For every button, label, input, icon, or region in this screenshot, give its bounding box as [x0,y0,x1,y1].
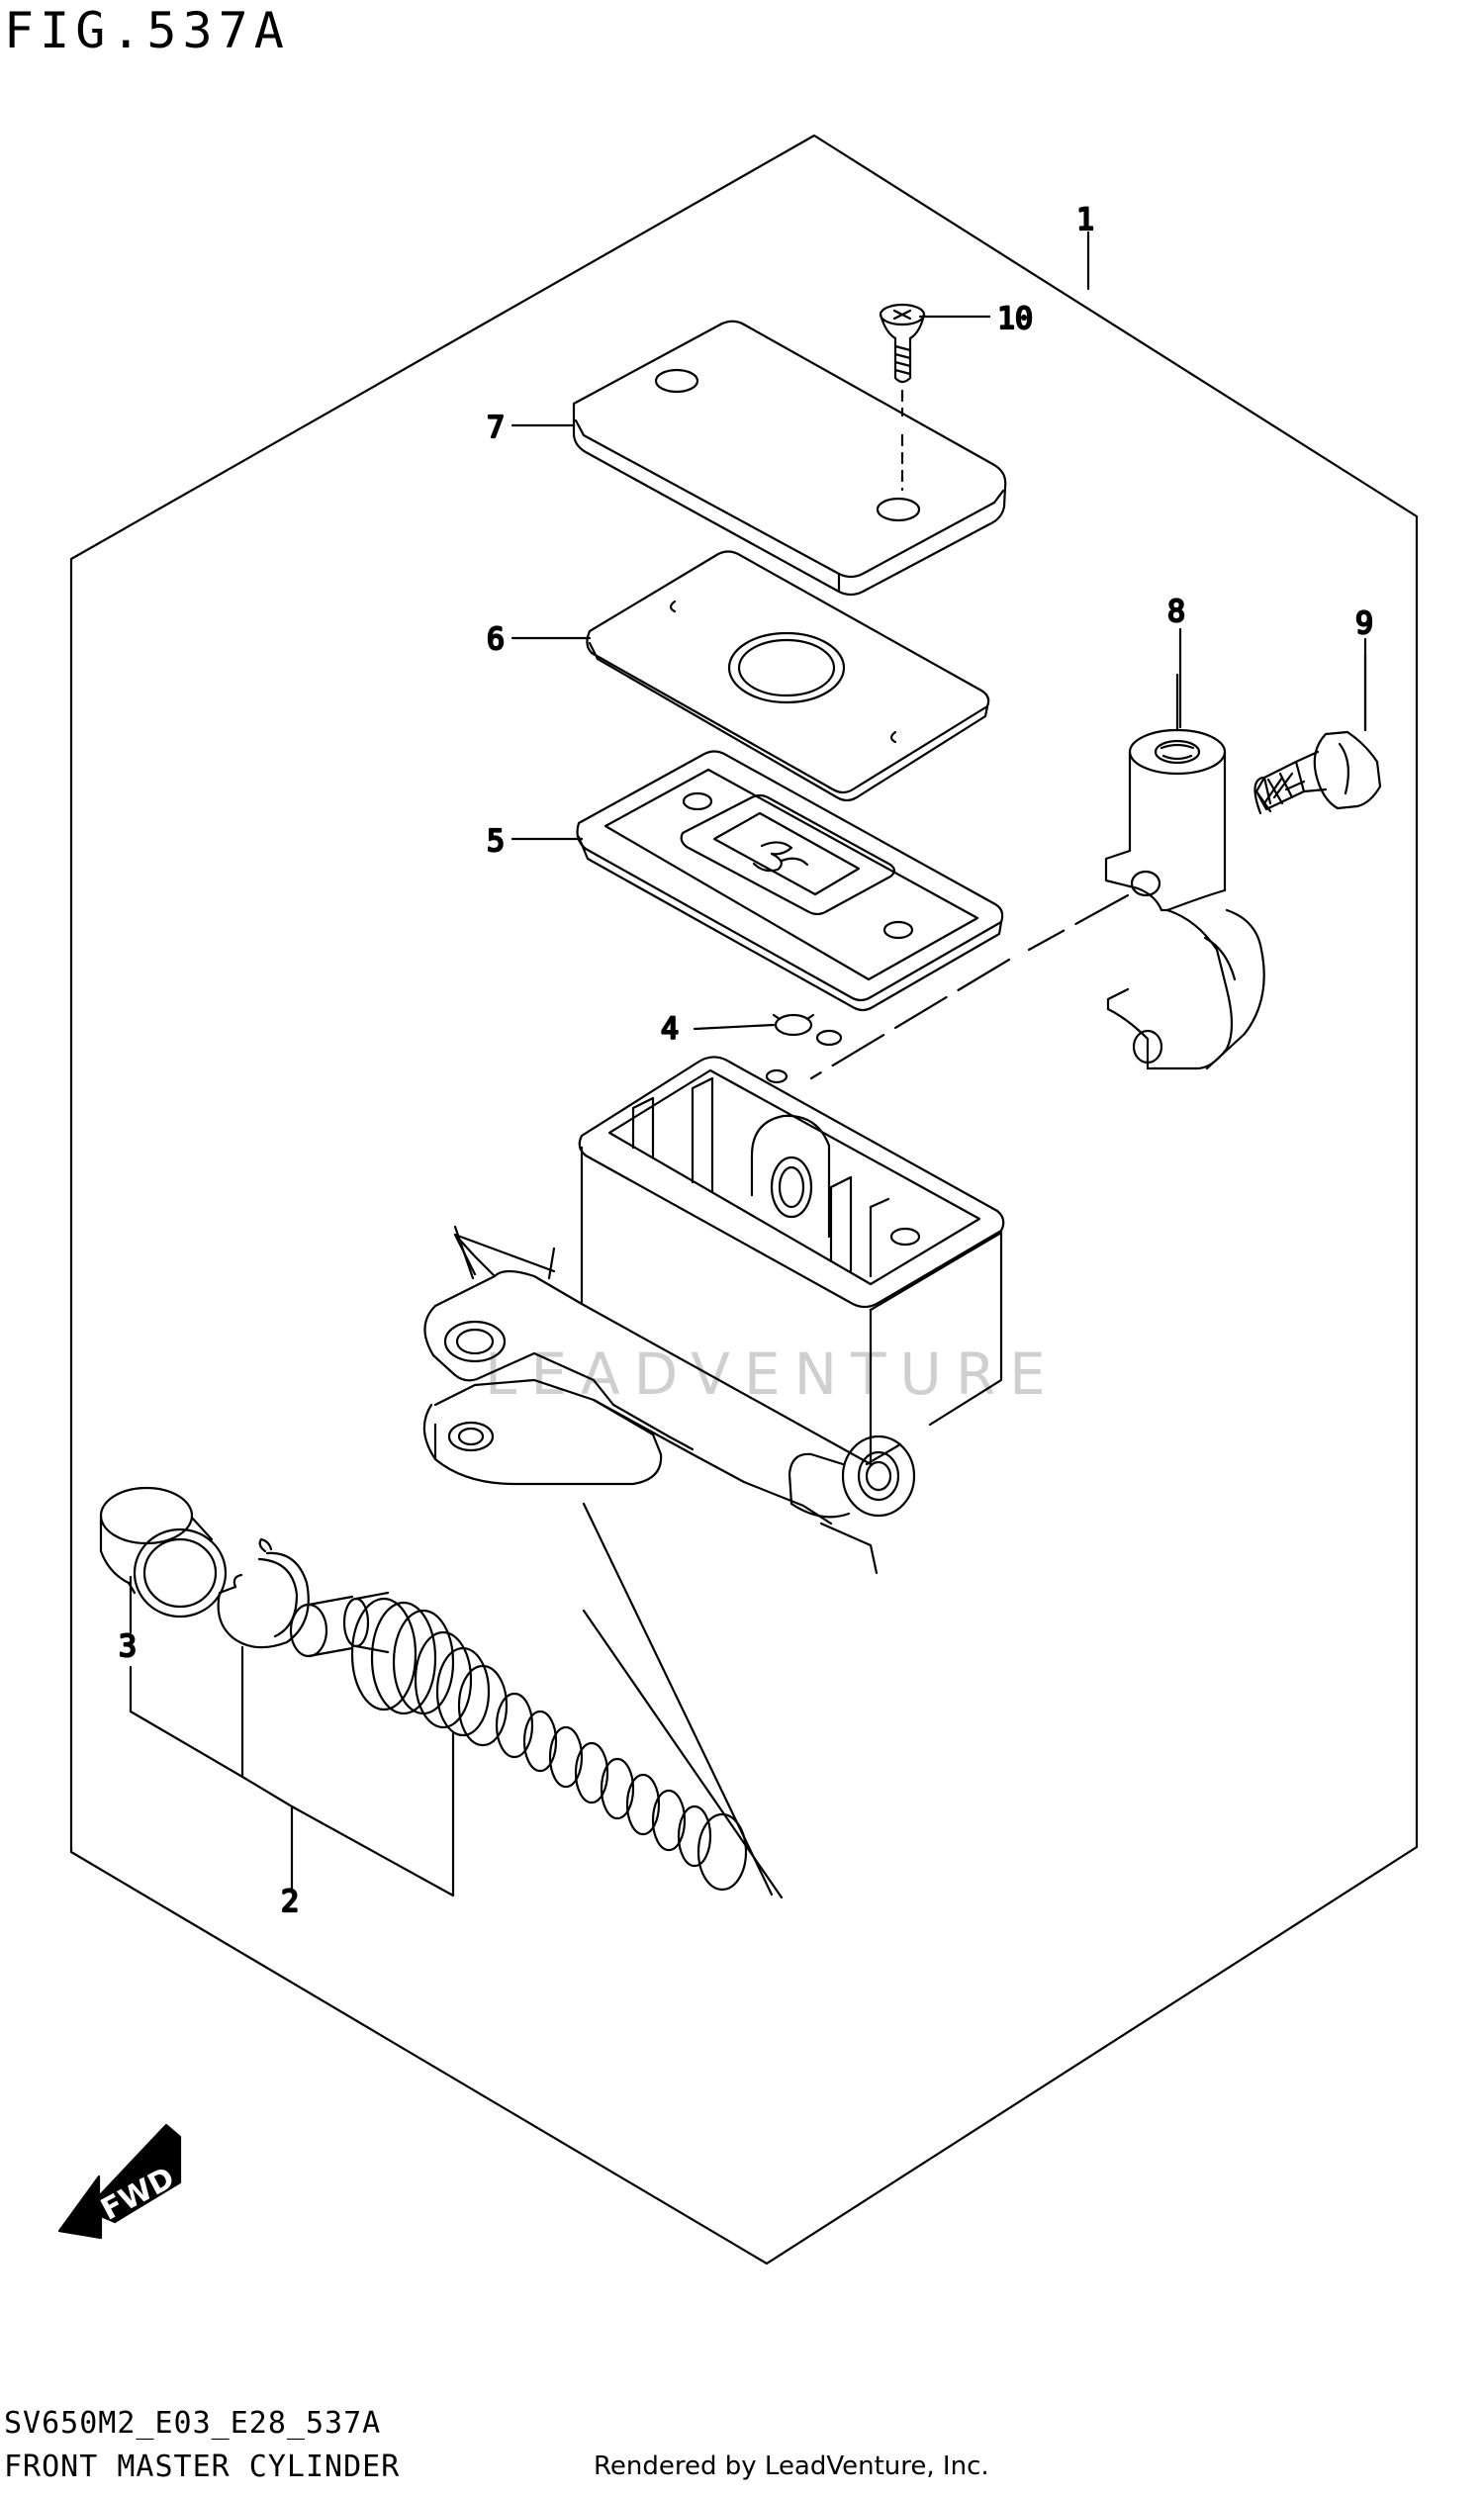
callout-9: 9 [1355,606,1373,641]
part-7-reservoir-cap[interactable] [574,322,1005,595]
assembly-outline [71,136,1417,2264]
part-6-diaphragm[interactable] [587,552,988,801]
callout-numbers: 1 2 3 4 5 6 7 8 9 10 [118,202,1374,1920]
diagram-name: FRONT MASTER CYLINDER [4,2450,401,2484]
part-9-bolt-shaft [1264,774,1304,803]
callout-2: 2 [281,1885,299,1919]
circlip[interactable] [219,1539,309,1647]
callout-10: 10 [997,302,1033,336]
callout-4: 4 [661,1012,679,1047]
callout-6: 6 [487,622,505,657]
callout-7: 7 [487,411,505,445]
master-cylinder-body[interactable] [424,1057,1003,1895]
callout-1: 1 [1076,203,1094,237]
part-4-ring[interactable] [774,1015,841,1045]
part-9-bolt[interactable] [1254,655,1380,813]
callout-5: 5 [487,824,505,859]
part-3-boot[interactable] [101,1488,226,1617]
model-code: SV650M2_E03_E28_537A [4,2406,382,2441]
fwd-arrow: FWD [59,2125,180,2238]
part-5-diaphragm-plate[interactable] [578,752,1003,1011]
part-8-clamp[interactable] [811,675,1264,1078]
leader-lines [131,232,1365,1896]
callout-3: 3 [119,1629,137,1664]
part-10-screw[interactable] [881,305,924,490]
callout-8: 8 [1167,595,1185,629]
figure-title: FIG.537A [4,2,290,59]
rendered-by-credit: Rendered by LeadVenture, Inc. [594,2452,989,2481]
piston-spring-kit[interactable] [291,1593,782,1897]
